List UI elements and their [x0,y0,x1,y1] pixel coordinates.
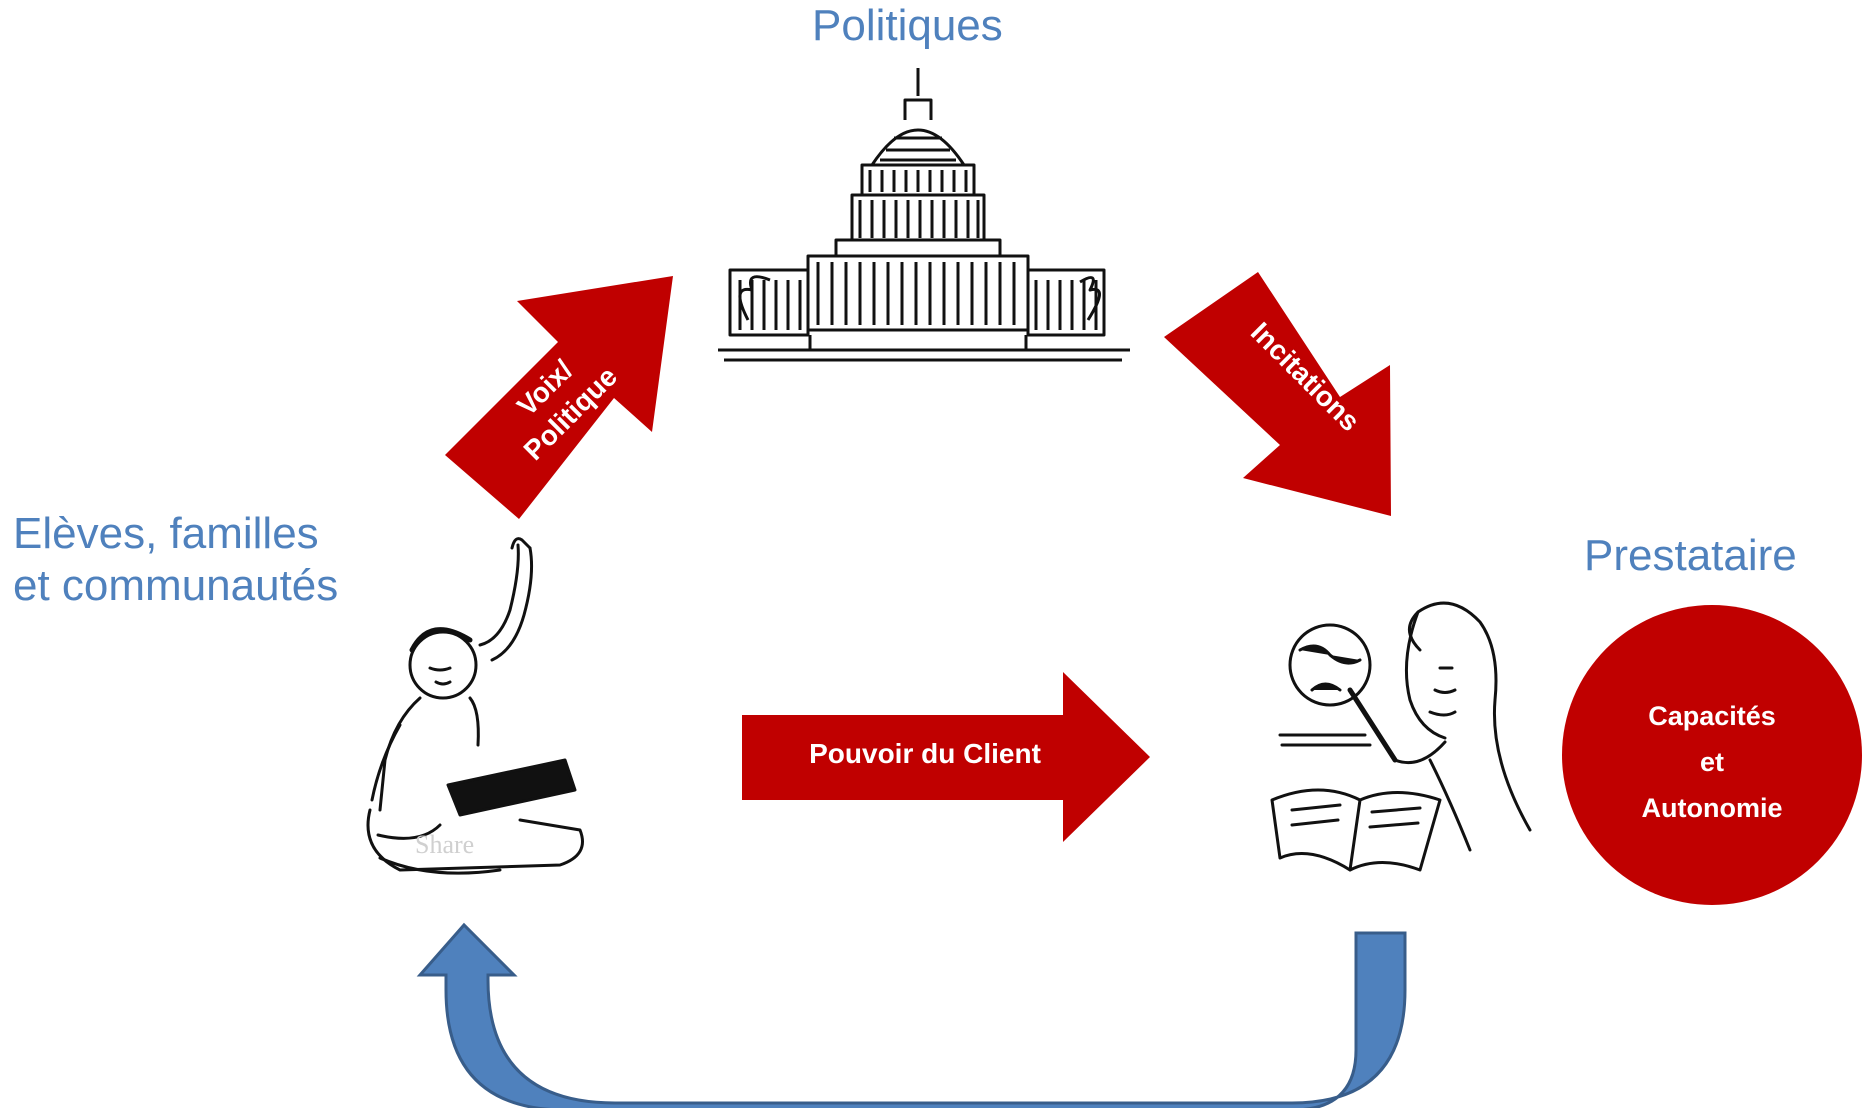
incitations-arrow [1164,272,1391,516]
prestataire-label: Prestataire [1584,531,1797,580]
politiques-label: Politiques [812,1,1003,50]
pouvoir-client-arrow [742,672,1150,842]
capacites-line2: et [1699,747,1724,777]
teacher-with-globe-icon [1270,601,1532,872]
pouvoir-client-label: Pouvoir du Client [809,738,1041,769]
watermark-text: Share [415,830,474,859]
voix-politique-arrow [445,276,673,519]
eleves-familles-label: Elèves, familles et communautés [13,508,338,612]
capacites-line3: Autonomie [1641,793,1783,823]
capitol-building-icon [718,68,1130,362]
capacites-line1: Capacités [1648,701,1776,731]
eleves-label-line2: et communautés [13,561,339,610]
student-raising-hand-icon: Share [366,537,584,875]
eleves-label-line1: Elèves, familles [13,509,319,558]
services-label: Services [834,1062,966,1098]
capacites-autonomie-label: Capacités et Autonomie [1562,693,1862,831]
capacites-circle [1562,605,1862,905]
services-arrow [416,922,1407,1108]
